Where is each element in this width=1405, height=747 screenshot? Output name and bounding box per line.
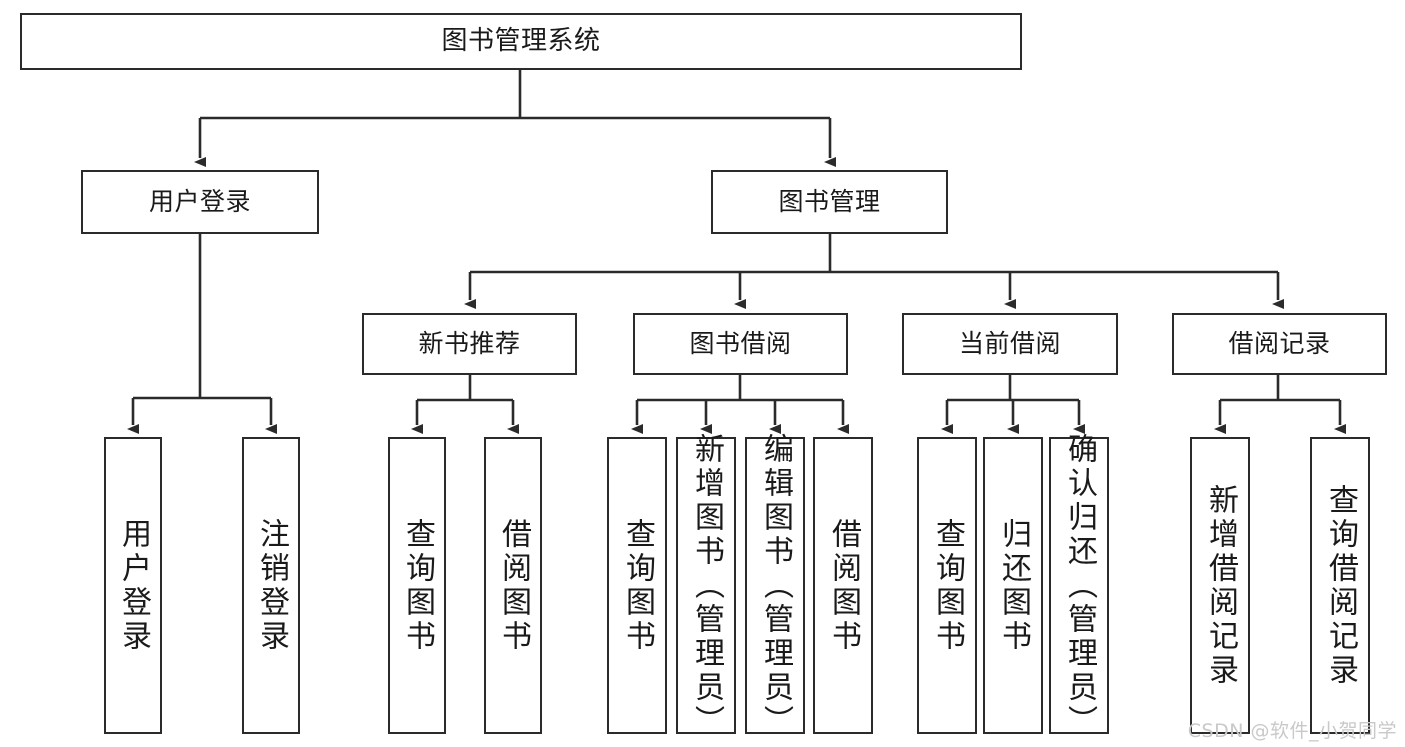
node-user-login[interactable]: 用户登录 [81, 170, 319, 234]
node-label: 图书借阅 [689, 328, 792, 358]
node-book-borrow[interactable]: 图书借阅 [633, 313, 848, 375]
node-leaf-query-book-1[interactable]: 查询图书 [388, 437, 446, 734]
node-label: 查询图书 [400, 517, 435, 654]
node-leaf-add-book[interactable]: 新增图书（管理员） [676, 433, 736, 739]
node-leaf-query-book-3[interactable]: 查询图书 [917, 437, 977, 734]
node-label: 查询图书 [930, 517, 965, 654]
node-root-system[interactable]: 图书管理系统 [20, 13, 1022, 70]
node-label: 新增图书（管理员） [689, 432, 724, 739]
node-label: 借阅图书 [826, 517, 861, 654]
node-label: 借阅图书 [496, 517, 531, 654]
node-label: 注销登录 [254, 517, 289, 654]
node-label: 查询借阅记录 [1323, 483, 1358, 688]
node-leaf-confirm-return[interactable]: 确认归还（管理员） [1049, 433, 1109, 739]
node-label: 确认归还（管理员） [1062, 432, 1097, 739]
node-label: 编辑图书（管理员） [758, 432, 793, 739]
node-leaf-add-record[interactable]: 新增借阅记录 [1190, 437, 1250, 734]
node-label: 图书管理系统 [441, 25, 601, 56]
node-label: 归还图书 [996, 517, 1031, 654]
node-leaf-user-login[interactable]: 用户登录 [104, 437, 162, 734]
node-leaf-query-book-2[interactable]: 查询图书 [607, 437, 667, 734]
node-leaf-query-record[interactable]: 查询借阅记录 [1310, 437, 1370, 734]
node-leaf-logout[interactable]: 注销登录 [242, 437, 300, 734]
node-new-book-recommend[interactable]: 新书推荐 [362, 313, 577, 375]
node-leaf-borrow-book-2[interactable]: 借阅图书 [813, 437, 873, 734]
node-label: 新增借阅记录 [1203, 483, 1238, 688]
node-label: 借阅记录 [1228, 328, 1331, 358]
node-label: 查询图书 [620, 517, 655, 654]
node-leaf-return-book[interactable]: 归还图书 [983, 437, 1043, 734]
node-label: 当前借阅 [958, 328, 1061, 358]
node-label: 用户登录 [148, 186, 251, 216]
node-label: 图书管理 [778, 186, 881, 216]
node-book-manage[interactable]: 图书管理 [711, 170, 948, 234]
node-leaf-borrow-book-1[interactable]: 借阅图书 [484, 437, 542, 734]
node-borrow-record[interactable]: 借阅记录 [1172, 313, 1387, 375]
node-leaf-edit-book[interactable]: 编辑图书（管理员） [745, 433, 805, 739]
node-current-borrow[interactable]: 当前借阅 [902, 313, 1118, 375]
node-label: 新书推荐 [418, 328, 521, 358]
csdn-watermark: CSDN @软件_小贺同学 [1187, 720, 1397, 742]
node-label: 用户登录 [116, 517, 151, 654]
